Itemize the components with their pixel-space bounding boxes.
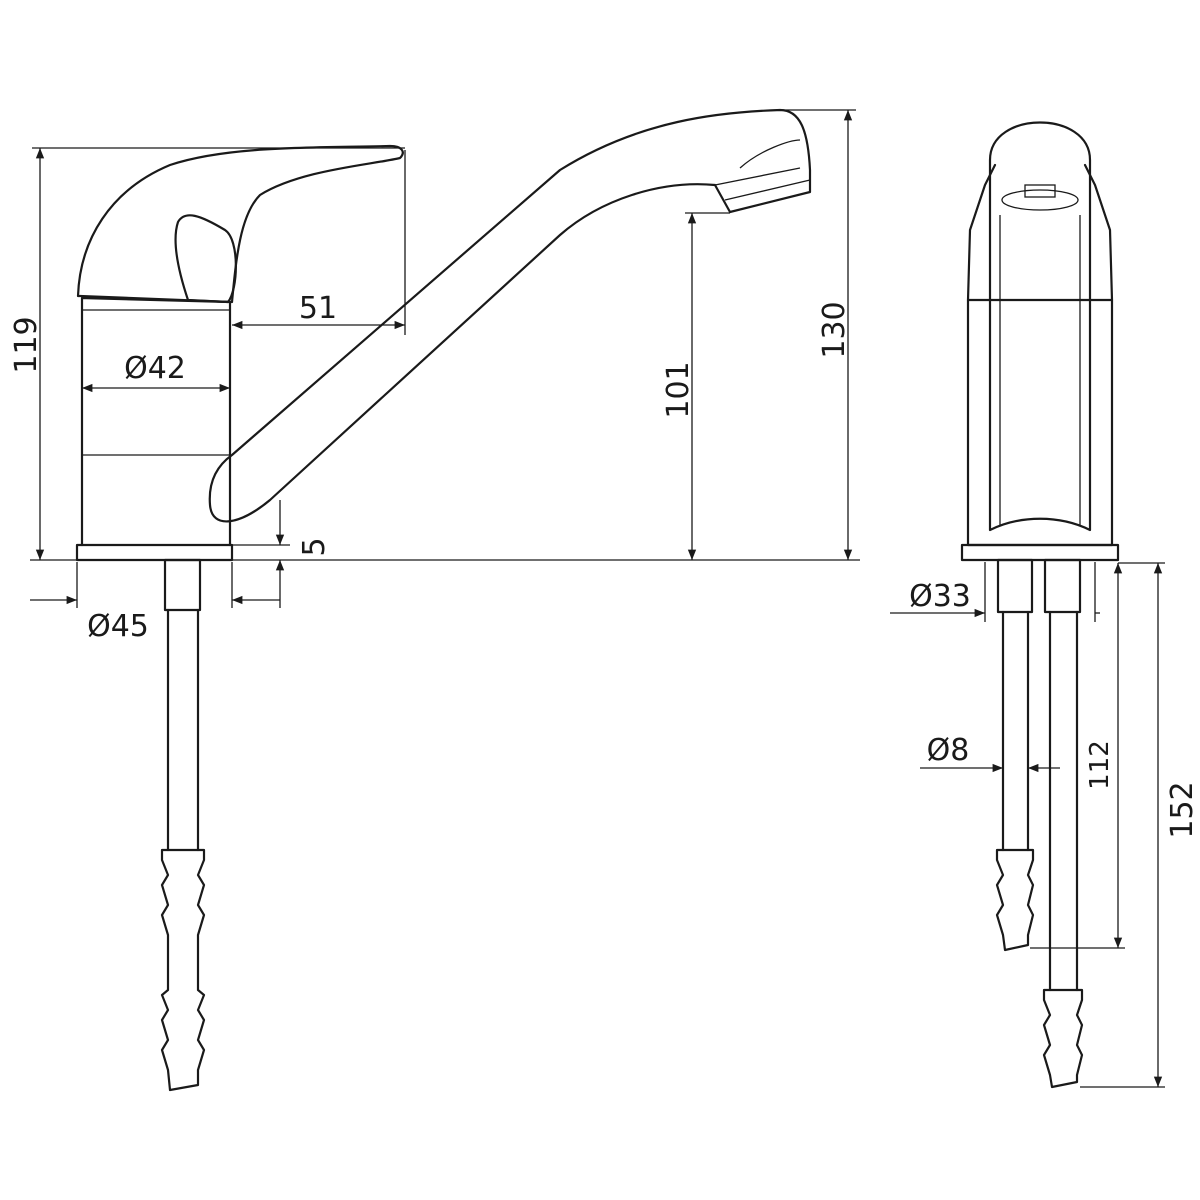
- label-112: 112: [1085, 740, 1115, 790]
- front-base-plate: [960, 543, 1120, 562]
- label-130: 130: [817, 301, 852, 358]
- label-d42: Ø42: [124, 351, 186, 386]
- body-cylinder: [80, 296, 232, 547]
- hose-fitting: [160, 848, 206, 1092]
- front-spout: [988, 121, 1092, 532]
- front-view-faucet: [960, 121, 1120, 1089]
- label-152: 152: [1165, 781, 1200, 838]
- side-view-faucet: [75, 108, 812, 1092]
- lever-handle: [76, 144, 404, 304]
- label-d45: Ø45: [87, 609, 149, 644]
- dimension-112: 112: [1030, 563, 1125, 949]
- dimension-101: 101: [661, 212, 730, 560]
- shank: [163, 558, 202, 612]
- dimension-d45: Ø45: [30, 562, 280, 644]
- label-d8: Ø8: [927, 733, 970, 768]
- spout: [208, 108, 812, 523]
- dimension-d42: Ø42: [82, 351, 231, 393]
- dimension-152: 152: [1080, 562, 1200, 1088]
- base-plate: [75, 543, 234, 562]
- lever-cap: [174, 214, 237, 304]
- label-101: 101: [661, 361, 696, 418]
- dimension-51: 51: [231, 150, 406, 335]
- label-119: 119: [9, 316, 44, 373]
- dimension-d8: Ø8: [920, 733, 1060, 773]
- label-5: 5: [297, 537, 332, 556]
- dimension-d33: Ø33: [890, 562, 1100, 622]
- dimension-119: 119: [9, 147, 405, 560]
- front-hoses: [1001, 610, 1079, 992]
- dimension-130: 130: [780, 109, 856, 560]
- supply-hose: [166, 608, 200, 852]
- label-51: 51: [299, 291, 337, 326]
- label-d33: Ø33: [909, 579, 971, 614]
